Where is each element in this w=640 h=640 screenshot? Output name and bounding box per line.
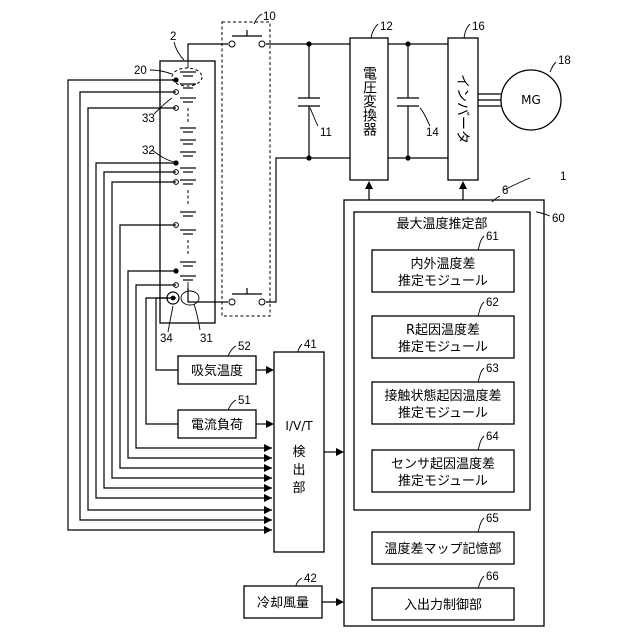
module-63-line1: 接触状態起因温度差 bbox=[384, 388, 501, 404]
control-arrows bbox=[365, 181, 467, 200]
ref-max-temp-unit: 60 bbox=[552, 213, 565, 225]
inverter-label: インバータ bbox=[454, 74, 470, 144]
ref-motor: 18 bbox=[558, 55, 571, 67]
module-61-line2: 推定モジュール bbox=[398, 274, 488, 289]
current-load-label: 電流負荷 bbox=[191, 418, 243, 433]
ref-sensor-34: 34 bbox=[160, 333, 173, 345]
ref-module-62: 62 bbox=[486, 297, 499, 309]
ref-ecu: 6 bbox=[502, 185, 508, 197]
detector-ivt-label: I/V/T bbox=[285, 419, 313, 433]
max-temp-unit-label: 最大温度推定部 bbox=[396, 216, 487, 232]
converter-label: 電圧変換器 bbox=[361, 66, 377, 136]
ref-module-61: 61 bbox=[486, 231, 499, 243]
ref-capacitor-out: 14 bbox=[426, 127, 439, 139]
module-64-line2: 推定モジュール bbox=[398, 474, 488, 489]
ref-sensor-32: 32 bbox=[142, 145, 155, 157]
module-62-line1: R起因温度差 bbox=[406, 322, 480, 338]
ref-io-control: 66 bbox=[486, 571, 499, 583]
ref-detector: 41 bbox=[304, 339, 317, 351]
ref-module-64: 64 bbox=[486, 431, 499, 443]
detector-label-1: 検 bbox=[292, 445, 305, 460]
ref-capacitor-in: 11 bbox=[320, 127, 332, 139]
ref-cooling-air: 42 bbox=[304, 573, 317, 585]
module-63-line2: 推定モジュール bbox=[398, 406, 488, 421]
ref-current-load: 51 bbox=[238, 395, 251, 407]
module-64-line1: センサ起因温度差 bbox=[391, 456, 495, 472]
module-62-line2: 推定モジュール bbox=[398, 340, 488, 355]
relay-box bbox=[222, 22, 270, 316]
ref-inverter: 16 bbox=[472, 21, 485, 33]
ref-sensor-33: 33 bbox=[142, 113, 155, 125]
ref-battery: 2 bbox=[170, 31, 176, 43]
ref-relay: 10 bbox=[263, 11, 276, 23]
ref-module-63: 63 bbox=[486, 363, 499, 375]
ref-cell-group: 20 bbox=[134, 65, 147, 77]
ref-intake-temp: 52 bbox=[238, 341, 251, 353]
ref-system: 1 bbox=[560, 171, 566, 183]
map-memory-label: 温度差マップ記憶部 bbox=[384, 541, 501, 557]
module-61-line1: 内外温度差 bbox=[410, 256, 475, 272]
ref-converter: 12 bbox=[380, 21, 393, 33]
ref-sensor-31: 31 bbox=[200, 333, 213, 345]
cooling-air-label: 冷却風量 bbox=[257, 596, 309, 611]
io-control-label: 入出力制御部 bbox=[404, 598, 482, 613]
motor-label: MG bbox=[521, 93, 541, 107]
detector-label-3: 部 bbox=[292, 481, 305, 496]
detector-label-2: 出 bbox=[292, 463, 305, 478]
ref-map-memory: 65 bbox=[486, 513, 499, 525]
intake-temp-label: 吸気温度 bbox=[191, 363, 243, 379]
